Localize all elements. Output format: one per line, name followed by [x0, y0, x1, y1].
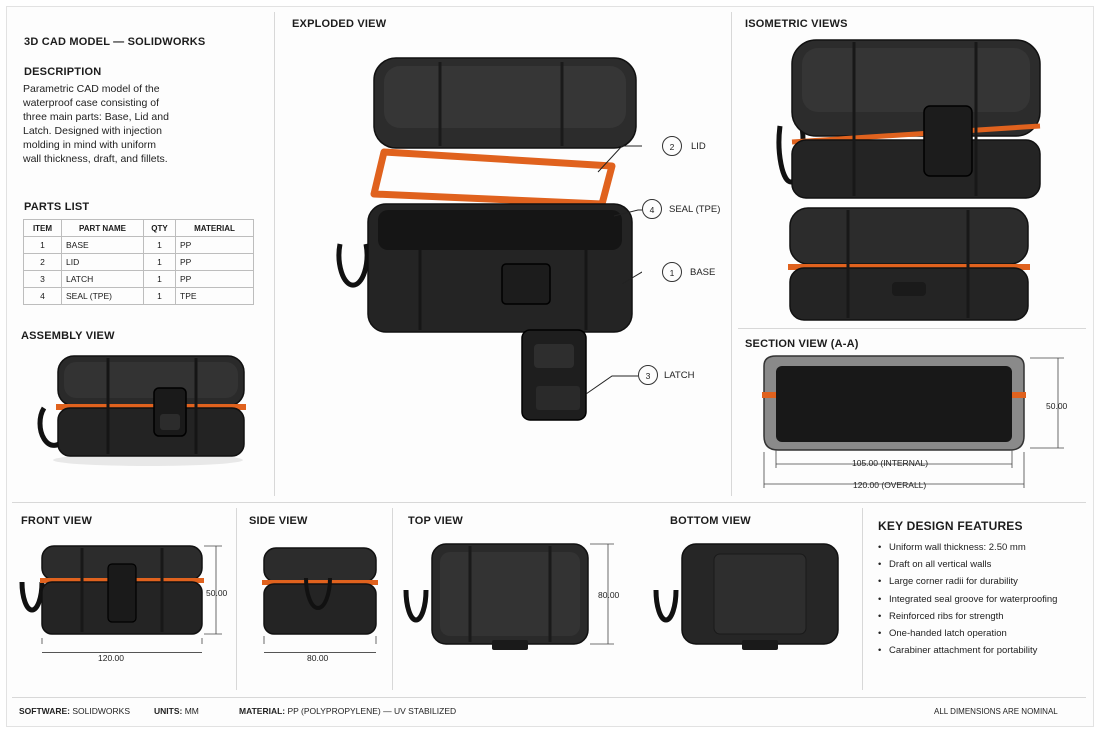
list-item: Carabiner attachment for portability [878, 642, 1057, 659]
cell: 2 [23, 253, 62, 271]
callout-bubble: 4 [642, 199, 662, 219]
column-header: QTY [143, 219, 176, 237]
footer-label: UNITS: [154, 706, 183, 716]
dimension-front-width: 120.00 [98, 653, 124, 663]
isometric-bottom-view-image [788, 207, 1030, 321]
exploded-view-heading: EXPLODED VIEW [292, 18, 387, 30]
dimension-line [264, 652, 376, 653]
dimension-section-height: 50.00 [1046, 401, 1068, 411]
side-view-image [262, 547, 378, 644]
footer-units: UNITS: MM [154, 706, 199, 716]
parts-table-header: ITEM PART NAME QTY MATERIAL [23, 219, 254, 237]
front-view-heading: FRONT VIEW [21, 515, 93, 527]
footer-label: SOFTWARE: [19, 706, 70, 716]
footer-material: MATERIAL: PP (POLYPROPYLENE) — UV STABIL… [239, 706, 456, 716]
footer-value: PP (POLYPROPYLENE) — UV STABILIZED [287, 706, 457, 716]
list-item: Reinforced ribs for strength [878, 608, 1057, 625]
footer-value: SOLIDWORKS [72, 706, 130, 716]
callout-number: 3 [645, 371, 651, 381]
footer-label: MATERIAL: [239, 706, 286, 716]
cell: PP [175, 253, 254, 271]
cell: 1 [143, 236, 176, 254]
table-row: 3 LATCH 1 PP [23, 270, 254, 288]
cell: PP [175, 270, 254, 288]
section-view-heading: SECTION VIEW (A-A) [745, 338, 859, 350]
dimension-section-internal: 105.00 (INTERNAL) [852, 458, 929, 468]
description-text: Parametric CAD model of the waterproof c… [23, 83, 169, 165]
assembly-view-image [37, 355, 246, 466]
dimension-section-overall: 120.00 (OVERALL) [853, 480, 927, 490]
callout-number: 1 [669, 268, 675, 278]
sheet-title: 3D CAD MODEL — SOLIDWORKS [24, 36, 206, 48]
list-item: Uniform wall thickness: 2.50 mm [878, 539, 1057, 556]
cell: 3 [23, 270, 62, 288]
divider [392, 508, 393, 690]
list-item: Draft on all vertical walls [878, 556, 1057, 573]
callout-label: LID [691, 141, 706, 152]
parts-table: ITEM PART NAME QTY MATERIAL 1 BASE 1 PP … [23, 219, 254, 305]
bottom-view-heading: BOTTOM VIEW [670, 515, 751, 527]
footer-software: SOFTWARE: SOLIDWORKS [19, 706, 130, 716]
callout-label: LATCH [664, 370, 695, 381]
features-heading: KEY DESIGN FEATURES [878, 519, 1023, 533]
dimension-front-height: 50.00 [206, 588, 228, 598]
divider [236, 508, 237, 690]
cell: 1 [143, 253, 176, 271]
cell: LID [61, 253, 144, 271]
callout-bubble: 3 [638, 365, 658, 385]
table-row: 1 BASE 1 PP [23, 236, 254, 254]
table-row: 2 LID 1 PP [23, 253, 254, 271]
cell: 4 [23, 287, 62, 305]
cell: LATCH [61, 270, 144, 288]
callout-bubble: 1 [662, 262, 682, 282]
description-heading: DESCRIPTION [24, 66, 102, 78]
divider [12, 697, 1086, 698]
assembly-view-heading: ASSEMBLY VIEW [21, 330, 115, 342]
parts-list-heading: PARTS LIST [24, 201, 90, 213]
dimension-top-height: 80.00 [598, 590, 620, 600]
divider [274, 12, 275, 496]
callout-number: 2 [669, 142, 675, 152]
list-item: Large corner radii for durability [878, 573, 1057, 590]
section-view-image [762, 355, 1064, 488]
features-list: Uniform wall thickness: 2.50 mm Draft on… [878, 539, 1057, 659]
cell: 1 [143, 287, 176, 305]
isometric-views-heading: ISOMETRIC VIEWS [745, 18, 848, 30]
dimension-side-width: 80.00 [307, 653, 329, 663]
footer-note: ALL DIMENSIONS ARE NOMINAL [934, 707, 1058, 716]
column-header: ITEM [23, 219, 62, 237]
top-view-image [403, 543, 614, 650]
top-view-heading: TOP VIEW [408, 515, 463, 527]
cell: PP [175, 236, 254, 254]
cell: 1 [143, 270, 176, 288]
isometric-view-image [776, 39, 1041, 199]
callout-bubble: 2 [662, 136, 682, 156]
footer-value: MM [184, 706, 199, 716]
callout-number: 4 [649, 205, 655, 215]
divider [862, 508, 863, 690]
column-header: MATERIAL [175, 219, 254, 237]
callout-label: BASE [690, 267, 716, 278]
front-view-image [19, 545, 222, 644]
exploded-view-image [336, 57, 642, 421]
side-view-heading: SIDE VIEW [249, 515, 308, 527]
column-header: PART NAME [61, 219, 144, 237]
callout-label: SEAL (TPE) [669, 204, 721, 215]
cell: TPE [175, 287, 254, 305]
list-item: Integrated seal groove for waterproofing [878, 591, 1057, 608]
cell: SEAL (TPE) [61, 287, 144, 305]
divider [12, 502, 1086, 503]
cell: 1 [23, 236, 62, 254]
table-row: 4 SEAL (TPE) 1 TPE [23, 287, 254, 305]
cell: BASE [61, 236, 144, 254]
divider [738, 328, 1086, 329]
list-item: One-handed latch operation [878, 625, 1057, 642]
dimension-line [42, 652, 202, 653]
divider [731, 12, 732, 496]
bottom-view-image [653, 543, 839, 650]
